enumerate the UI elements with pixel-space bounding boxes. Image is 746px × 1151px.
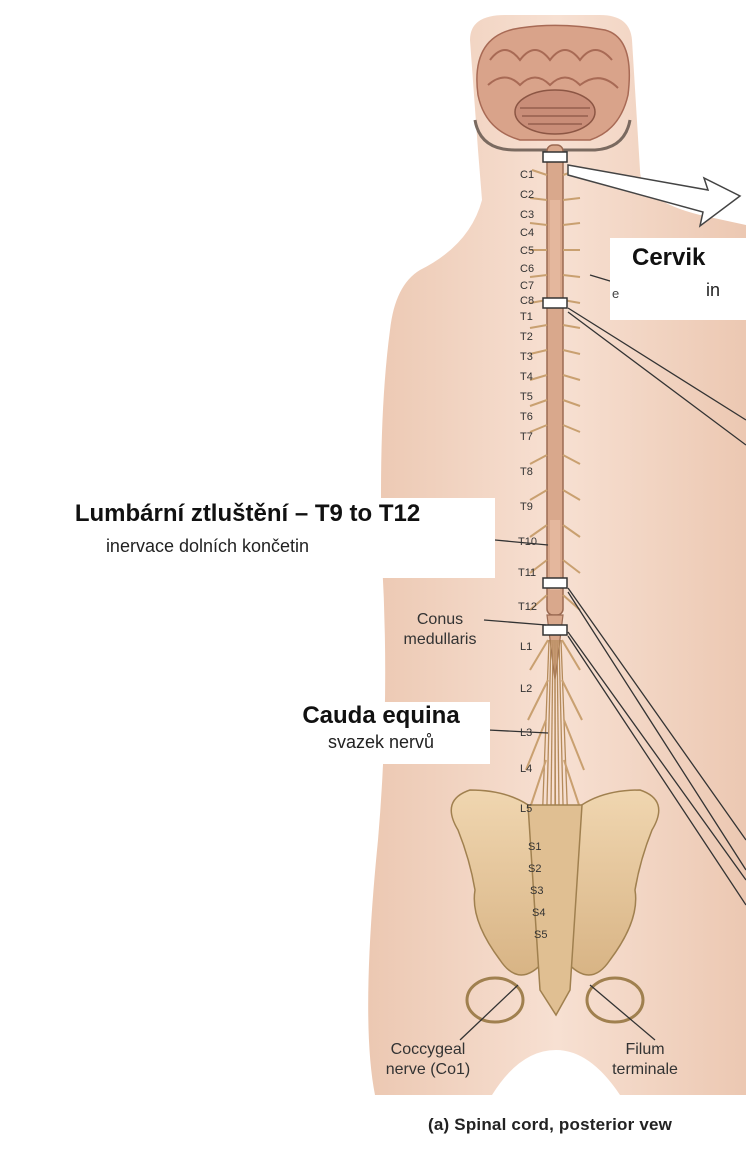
filum-terminale-label: Filum terminale xyxy=(600,1040,690,1080)
segment-t9: T9 xyxy=(520,501,533,513)
lumbar-label-title: Lumbární ztluštění – T9 to T12 xyxy=(0,500,495,528)
segment-c3: C3 xyxy=(520,209,534,221)
lumbar-label-subtitle: inervace dolních končetin xyxy=(0,536,495,557)
segment-c2: C2 xyxy=(520,189,534,201)
segment-t10: T10 xyxy=(518,536,537,548)
segment-t11: T11 xyxy=(518,567,536,579)
segment-l4: L4 xyxy=(520,763,532,775)
cervical-label-title: Cervik xyxy=(632,244,705,272)
segment-t5: T5 xyxy=(520,391,533,403)
cervical-label: Cervik in e xyxy=(610,238,746,320)
segment-s5: S5 xyxy=(534,929,547,941)
segment-l2: L2 xyxy=(520,683,532,695)
segment-c6: C6 xyxy=(520,263,534,275)
cervical-label-fragment: e xyxy=(612,286,619,301)
segment-c7: C7 xyxy=(520,280,534,292)
segment-t2: T2 xyxy=(520,331,533,343)
segment-t3: T3 xyxy=(520,351,533,363)
segment-s2: S2 xyxy=(528,863,541,875)
segment-l3: L3 xyxy=(520,727,532,739)
segment-l1: L1 xyxy=(520,641,532,653)
segment-t4: T4 xyxy=(520,371,533,383)
coccygeal-nerve-label: Coccygeal nerve (Co1) xyxy=(378,1040,478,1080)
segment-t12: T12 xyxy=(518,601,537,613)
cauda-label-subtitle: svazek nervů xyxy=(272,732,490,753)
figure-caption: (a) Spinal cord, posterior vew xyxy=(428,1115,672,1135)
segment-t1: T1 xyxy=(520,311,533,323)
segment-c5: C5 xyxy=(520,245,534,257)
segment-t8: T8 xyxy=(520,466,533,478)
spinal-cord xyxy=(547,145,563,680)
cauda-label-title: Cauda equina xyxy=(272,702,490,730)
segment-s1: S1 xyxy=(528,841,541,853)
segment-s3: S3 xyxy=(530,885,543,897)
conus-medullaris-label: Conus medullaris xyxy=(395,610,485,650)
cauda-equina-label: Cauda equina svazek nervů xyxy=(272,702,490,764)
segment-c4: C4 xyxy=(520,227,534,239)
segment-c1: C1 xyxy=(520,169,534,181)
segment-s4: S4 xyxy=(532,907,545,919)
segment-t6: T6 xyxy=(520,411,533,423)
segment-l5: L5 xyxy=(520,803,532,815)
segment-t7: T7 xyxy=(520,431,533,443)
segment-c8: C8 xyxy=(520,295,534,307)
cervical-label-subtitle: in xyxy=(706,280,720,301)
lumbar-enlargement-label: Lumbární ztluštění – T9 to T12 inervace … xyxy=(0,498,495,578)
